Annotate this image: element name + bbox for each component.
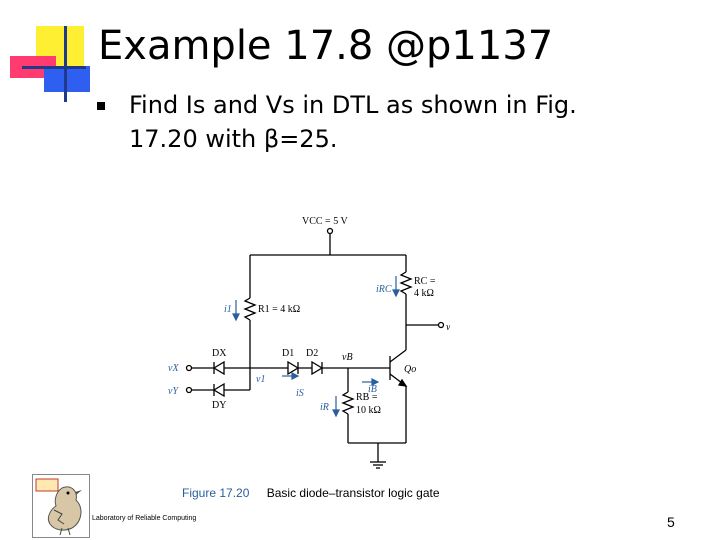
lab-logo-bird-icon <box>32 474 90 538</box>
bullet-marker <box>97 102 105 110</box>
label-v1: v1 <box>256 374 265 385</box>
footer-text: Laboratory of Reliable Computing <box>92 515 197 522</box>
label-d2: D2 <box>306 348 318 359</box>
label-dy: DY <box>212 400 226 411</box>
label-vo: vO <box>446 322 450 333</box>
figure-number: Figure 17.20 <box>182 486 250 500</box>
label-qo: Qo <box>404 364 416 375</box>
page-number: 5 <box>667 514 675 530</box>
label-rc-value: 4 kΩ <box>414 288 434 299</box>
label-irc: iRC <box>376 284 392 295</box>
label-vb: vB <box>342 352 353 363</box>
label-rc: RC = <box>414 276 436 287</box>
label-ib: iB <box>368 384 377 395</box>
figure-caption-text: Basic diode–transistor logic gate <box>266 486 440 500</box>
label-d1: D1 <box>282 348 294 359</box>
label-r1: R1 = 4 kΩ <box>258 304 300 315</box>
decoration-blue-block <box>44 66 90 92</box>
label-i1: i1 <box>224 304 232 315</box>
label-vcc: VCC = 5 V <box>302 216 349 227</box>
label-ir: iR <box>320 402 329 413</box>
decoration-vertical-line <box>64 26 67 102</box>
dtl-circuit-figure: VCC = 5 V RC = 4 kΩ iRC vO i1 R1 = 4 kΩ … <box>168 216 450 469</box>
figure-caption: Figure 17.20 Basic diode–transistor logi… <box>182 486 440 500</box>
label-vx: vX <box>168 363 179 374</box>
label-is: iS <box>296 388 304 399</box>
label-vy: vY <box>168 386 179 397</box>
label-rb: RB = <box>356 392 378 403</box>
bullet-text: Find Is and Vs in DTL as shown in Fig. 1… <box>129 91 577 153</box>
decoration-horizontal-line <box>22 66 86 69</box>
slide-title: Example 17.8 @p1137 <box>98 23 554 69</box>
label-dx: DX <box>212 348 227 359</box>
label-rb-value: 10 kΩ <box>356 405 381 416</box>
